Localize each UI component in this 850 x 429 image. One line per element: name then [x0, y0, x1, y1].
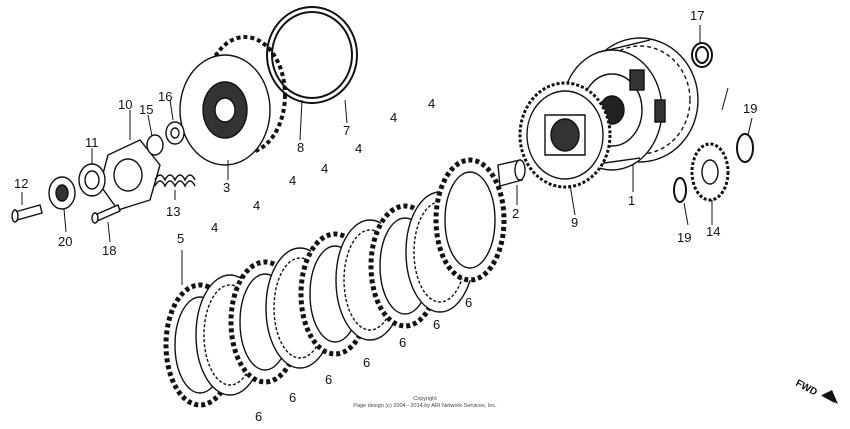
spring-part — [154, 174, 196, 188]
callout-6c: 6 — [325, 372, 332, 387]
callout-2: 2 — [512, 206, 519, 221]
copyright-line-1: Copyright — [413, 396, 437, 402]
callout-13: 13 — [166, 204, 180, 219]
callout-3: 3 — [223, 180, 230, 195]
washer-parts — [146, 121, 185, 156]
callout-5: 5 — [177, 231, 184, 246]
callout-19a: 19 — [743, 101, 757, 116]
clutch-disc-stack — [163, 157, 507, 408]
fwd-label: FWD — [794, 378, 819, 398]
oil-pump-drive-gear-part — [690, 142, 730, 202]
callout-17: 17 — [690, 8, 704, 23]
callout-6b: 6 — [289, 390, 296, 405]
callout-9: 9 — [571, 215, 578, 230]
callout-labels: 1 2 3 4 4 4 4 4 4 4 5 6 6 6 6 6 6 6 7 8 … — [14, 8, 757, 424]
callout-18: 18 — [102, 243, 116, 258]
copyright-line-2: Page design (c) 2004 - 2014 by ARI Netwo… — [353, 403, 497, 409]
callout-16: 16 — [158, 89, 172, 104]
callout-4c: 4 — [289, 173, 296, 188]
bolt-part-18 — [91, 204, 121, 224]
collar-part — [497, 159, 526, 187]
callout-7: 7 — [343, 123, 350, 138]
callout-6d: 6 — [363, 355, 370, 370]
callout-11: 11 — [85, 135, 99, 150]
callout-15: 15 — [139, 102, 153, 117]
callout-10: 10 — [118, 97, 132, 112]
bearing-part — [48, 163, 106, 210]
callout-8: 8 — [297, 140, 304, 155]
callout-4a: 4 — [211, 220, 218, 235]
callout-14: 14 — [706, 224, 720, 239]
primary-driven-gear-part — [518, 81, 612, 189]
callout-6f: 6 — [433, 317, 440, 332]
snap-ring-parts — [673, 133, 754, 203]
callout-6g: 6 — [465, 295, 472, 310]
callout-20: 20 — [58, 234, 72, 249]
lifter-rod-bolt-part — [11, 204, 43, 223]
callout-1: 1 — [628, 193, 635, 208]
wire-ring-parts — [266, 6, 358, 104]
callout-4e: 4 — [355, 141, 362, 156]
copyright-notice: Copyright Page design (c) 2004 - 2014 by… — [353, 396, 497, 409]
callout-12: 12 — [14, 176, 28, 191]
callout-6e: 6 — [399, 335, 406, 350]
callout-6a: 6 — [255, 409, 262, 424]
fwd-direction-indicator: FWD — [794, 378, 838, 404]
callout-4d: 4 — [321, 161, 328, 176]
callout-4b: 4 — [253, 198, 260, 213]
thrust-washer-part — [691, 42, 713, 68]
callout-4f: 4 — [390, 110, 397, 125]
clutch-center-part — [179, 35, 287, 166]
leader-lines — [21, 25, 753, 285]
callout-4g: 4 — [428, 96, 435, 111]
callout-19b: 19 — [677, 230, 691, 245]
